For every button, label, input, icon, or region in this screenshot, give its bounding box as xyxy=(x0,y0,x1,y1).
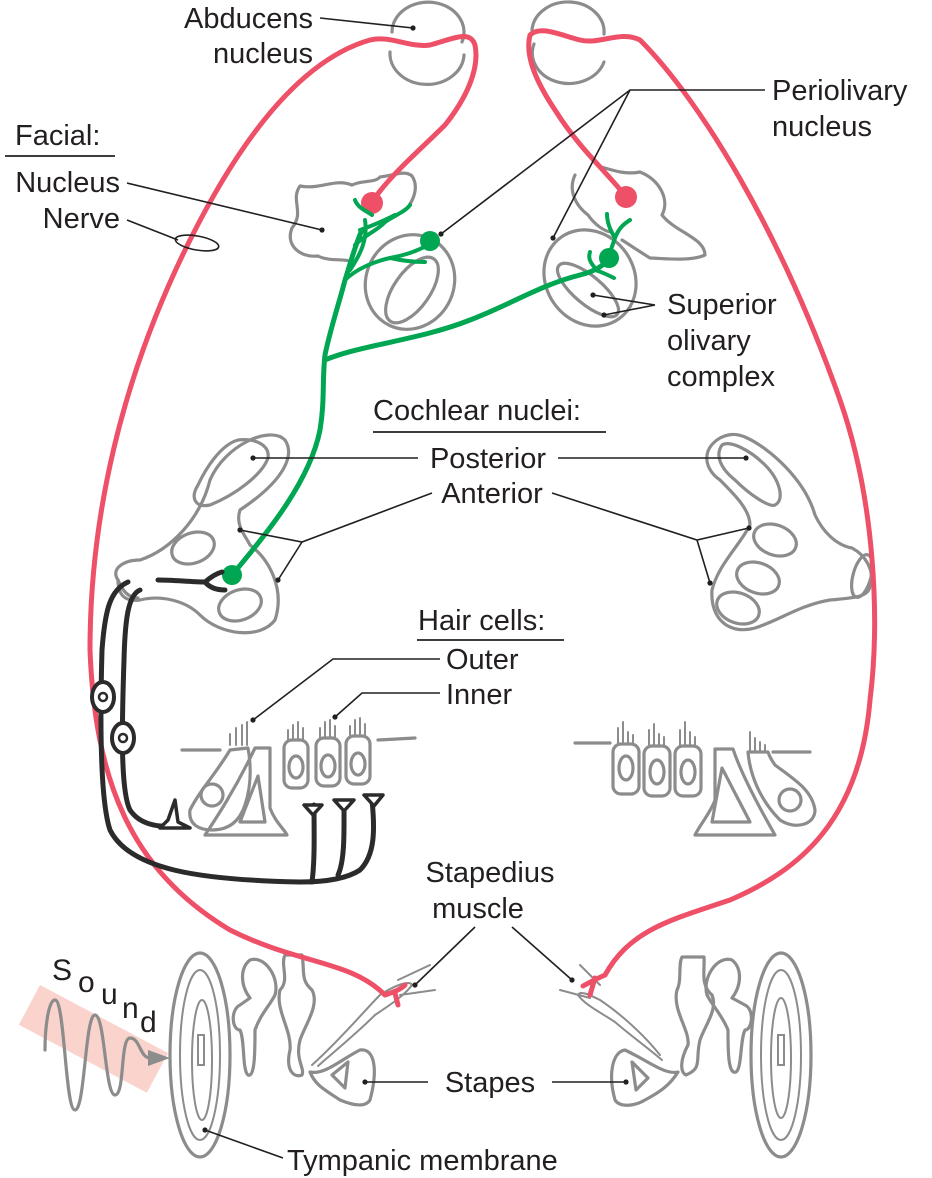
label-cochlear-posterior: Posterior xyxy=(430,443,546,475)
tympanic-membrane-right xyxy=(749,951,813,1159)
sound-letter: S xyxy=(52,954,72,987)
stapedius-right xyxy=(559,964,663,1061)
sound-input xyxy=(18,985,170,1112)
sound-badge xyxy=(18,985,169,1093)
label-superior-olivary-2: olivary xyxy=(667,325,751,357)
label-facial-heading: Facial: xyxy=(15,120,100,152)
facial-nerve-left-branch xyxy=(382,982,408,1008)
leader-lines xyxy=(126,17,765,1159)
label-hair-cells-outer: Outer xyxy=(446,644,519,676)
tympanic-membrane-left xyxy=(168,951,232,1159)
olivary-fiber-crossing xyxy=(322,259,609,363)
cochlear-nucleus-right xyxy=(705,432,874,632)
sound-letter: u xyxy=(101,978,118,1011)
abducens-nucleus-right xyxy=(530,0,606,86)
label-periolivary-1: Periolivary xyxy=(772,75,908,107)
sound-letter: d xyxy=(140,1006,157,1039)
label-abducens-2: nucleus xyxy=(213,38,313,70)
olivary-fiber-main xyxy=(229,227,365,578)
facial-nerve-right-branch xyxy=(580,972,608,998)
sound-arrow-icon xyxy=(148,1050,170,1066)
facial-nucleus-left-top xyxy=(350,171,417,206)
label-cochlear-anterior: Anterior xyxy=(441,478,543,510)
stapedius-left xyxy=(311,964,436,1067)
label-periolivary-2: nucleus xyxy=(772,111,872,143)
label-hair-cells-inner: Inner xyxy=(446,679,512,711)
label-stapes: Stapes xyxy=(445,1067,535,1099)
label-stapedius-1: Stapedius xyxy=(426,857,555,889)
cochlear-nucleus-left xyxy=(114,433,291,635)
stapes-right xyxy=(610,1048,680,1107)
label-cochlear-heading: Cochlear nuclei: xyxy=(373,395,581,427)
cochlear-nucleus-neuron xyxy=(222,565,242,585)
cochlear-afferents xyxy=(90,569,385,885)
sound-label: S o u n d xyxy=(52,954,157,1039)
label-facial-nucleus: Nucleus xyxy=(15,167,120,199)
facial-nucleus-left xyxy=(288,181,354,264)
periolivary-neuron-left xyxy=(420,231,440,251)
stapes-left xyxy=(308,1048,376,1107)
facial-motor-neuron-right xyxy=(615,186,637,208)
label-superior-olivary-1: Superior xyxy=(667,289,777,321)
abducens-nucleus-left xyxy=(388,0,466,86)
hair-cells-left xyxy=(180,717,417,837)
facial-nucleus-right xyxy=(596,164,707,261)
middle-ear-right xyxy=(559,951,813,1159)
facial-nerve-left xyxy=(87,34,479,998)
facial-motor-neuron-left xyxy=(361,192,383,214)
periolivary-neuron-right xyxy=(599,248,619,268)
facial-nerve-right xyxy=(526,28,878,978)
label-hair-cells-heading: Hair cells: xyxy=(418,605,545,637)
label-superior-olivary-3: complex xyxy=(667,361,775,393)
hair-cells-right xyxy=(573,721,817,837)
sound-letter: o xyxy=(78,966,95,999)
facial-nucleus-right-inner xyxy=(570,173,614,234)
label-facial-nerve: Nerve xyxy=(43,203,120,235)
label-stapedius-2: muscle xyxy=(432,893,524,925)
middle-ear-left xyxy=(168,951,436,1159)
olivary-dendrites-left xyxy=(343,198,430,282)
olivary-dendrites-right xyxy=(587,212,632,280)
superior-olivary-right xyxy=(542,228,638,328)
sound-letter: n xyxy=(122,992,139,1025)
sound-wave xyxy=(43,998,152,1112)
label-tympanic: Tympanic membrane xyxy=(287,1145,558,1177)
label-abducens-1: Abducens xyxy=(184,3,313,35)
